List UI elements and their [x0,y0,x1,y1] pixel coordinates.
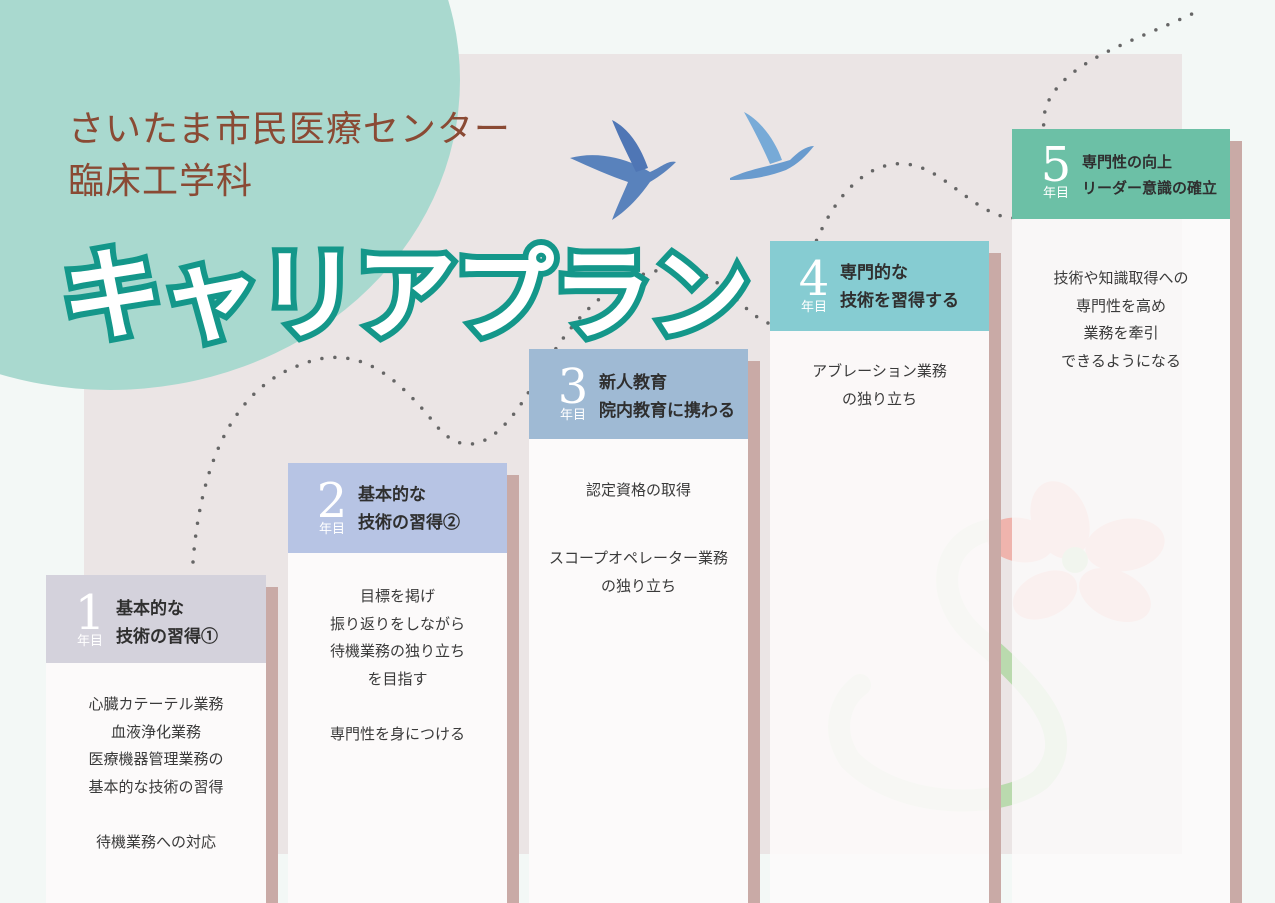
step-year-3: 3 年目 新人教育 院内教育に携わる 認定資格の取得 スコープオペレーター業務 … [529,349,760,903]
step-title-line: 院内教育に携わる [599,401,735,421]
step-year-2: 2 年目 基本的な 技術の習得② 目標を掲げ 振り返りをしながら 待機業務の独り… [288,463,519,903]
step-title-line: 専門性の向上 [1082,153,1173,171]
step-body-line: できるようになる [1061,351,1181,370]
step-header: 5 年目 専門性の向上 リーダー意識の確立 [1012,129,1230,219]
step-unit: 年目 [76,634,103,649]
step-header: 2 年目 基本的な 技術の習得② [288,463,507,553]
step-number: 2 [316,473,348,529]
step-header: 4 年目 専門的な 技術を習得する [770,241,989,331]
department-name: 臨床工学科 [68,161,254,202]
bird-left-icon [570,120,676,220]
step-title-line: リーダー意識の確立 [1082,179,1218,197]
step-header: 3 年目 新人教育 院内教育に携わる [529,349,748,439]
step-unit: 年目 [559,408,586,423]
step-unit: 年目 [1042,186,1069,201]
step-body-line: 振り返りをしながら [329,614,465,633]
step-body-line: 血液浄化業務 [110,722,201,741]
page-title: キャリアプラン [56,231,756,360]
step-year-4: 4 年目 専門的な 技術を習得する アブレーション業務 の独り立ち [770,241,1001,903]
step-unit: 年目 [318,522,345,537]
step-title-line: 技術を習得する [840,291,959,311]
step-body-line [288,693,507,721]
step-body-line: の独り立ち [600,576,676,595]
step-body-line [46,801,266,829]
step-body-line: の独り立ち [841,389,917,408]
organization-name: さいたま市民医療センター [68,109,511,150]
step-title-line: 新人教育 [599,373,667,393]
step-body-line: 専門性を高め [1075,296,1166,315]
step-body-line: 専門性を身につける [329,724,465,743]
step-body-line: スコープオペレーター業務 [548,549,729,567]
step-title-line: 専門的な [840,263,908,283]
step-body-line: 心臓カテーテル業務 [88,695,224,713]
step-year-5: 5 年目 専門性の向上 リーダー意識の確立 技術や知識取得への 専門性を高め 業… [1012,129,1242,903]
step-body-line: 認定資格の取得 [585,481,691,499]
bird-right-icon [730,112,814,180]
step-body-line: 目標を掲げ [359,587,435,605]
dotted-path [191,8,1202,564]
step-year-1: 1 年目 基本的な 技術の習得① 心臓カテーテル業務 血液浄化業務 医療機器管理… [46,575,278,903]
step-body-line [529,505,748,533]
step-title-line: 技術の習得② [358,513,460,533]
step-body-line: 基本的な技術の習得 [88,777,224,796]
step-body-line: 医療機器管理業務の [88,750,224,768]
step-title-line: 基本的な [358,485,426,505]
step-number: 4 [798,251,830,307]
step-body-line: 待機業務の独り立ち [329,642,465,660]
step-title-line: 基本的な [116,599,184,619]
step-body-line: アブレーション業務 [812,362,947,380]
step-unit: 年目 [800,300,827,315]
step-number: 3 [557,359,589,415]
step-number: 1 [74,585,106,641]
step-body-line [529,532,748,545]
step-body-line: 技術や知識取得への [1053,269,1189,287]
step-title-line: 技術の習得① [116,627,218,647]
step-header: 1 年目 基本的な 技術の習得① [46,575,266,663]
step-body-line: を目指す [367,669,428,688]
step-body-line: 業務を牽引 [1083,324,1159,342]
step-body-line: 待機業務への対応 [95,832,216,851]
step-number: 5 [1040,137,1072,193]
